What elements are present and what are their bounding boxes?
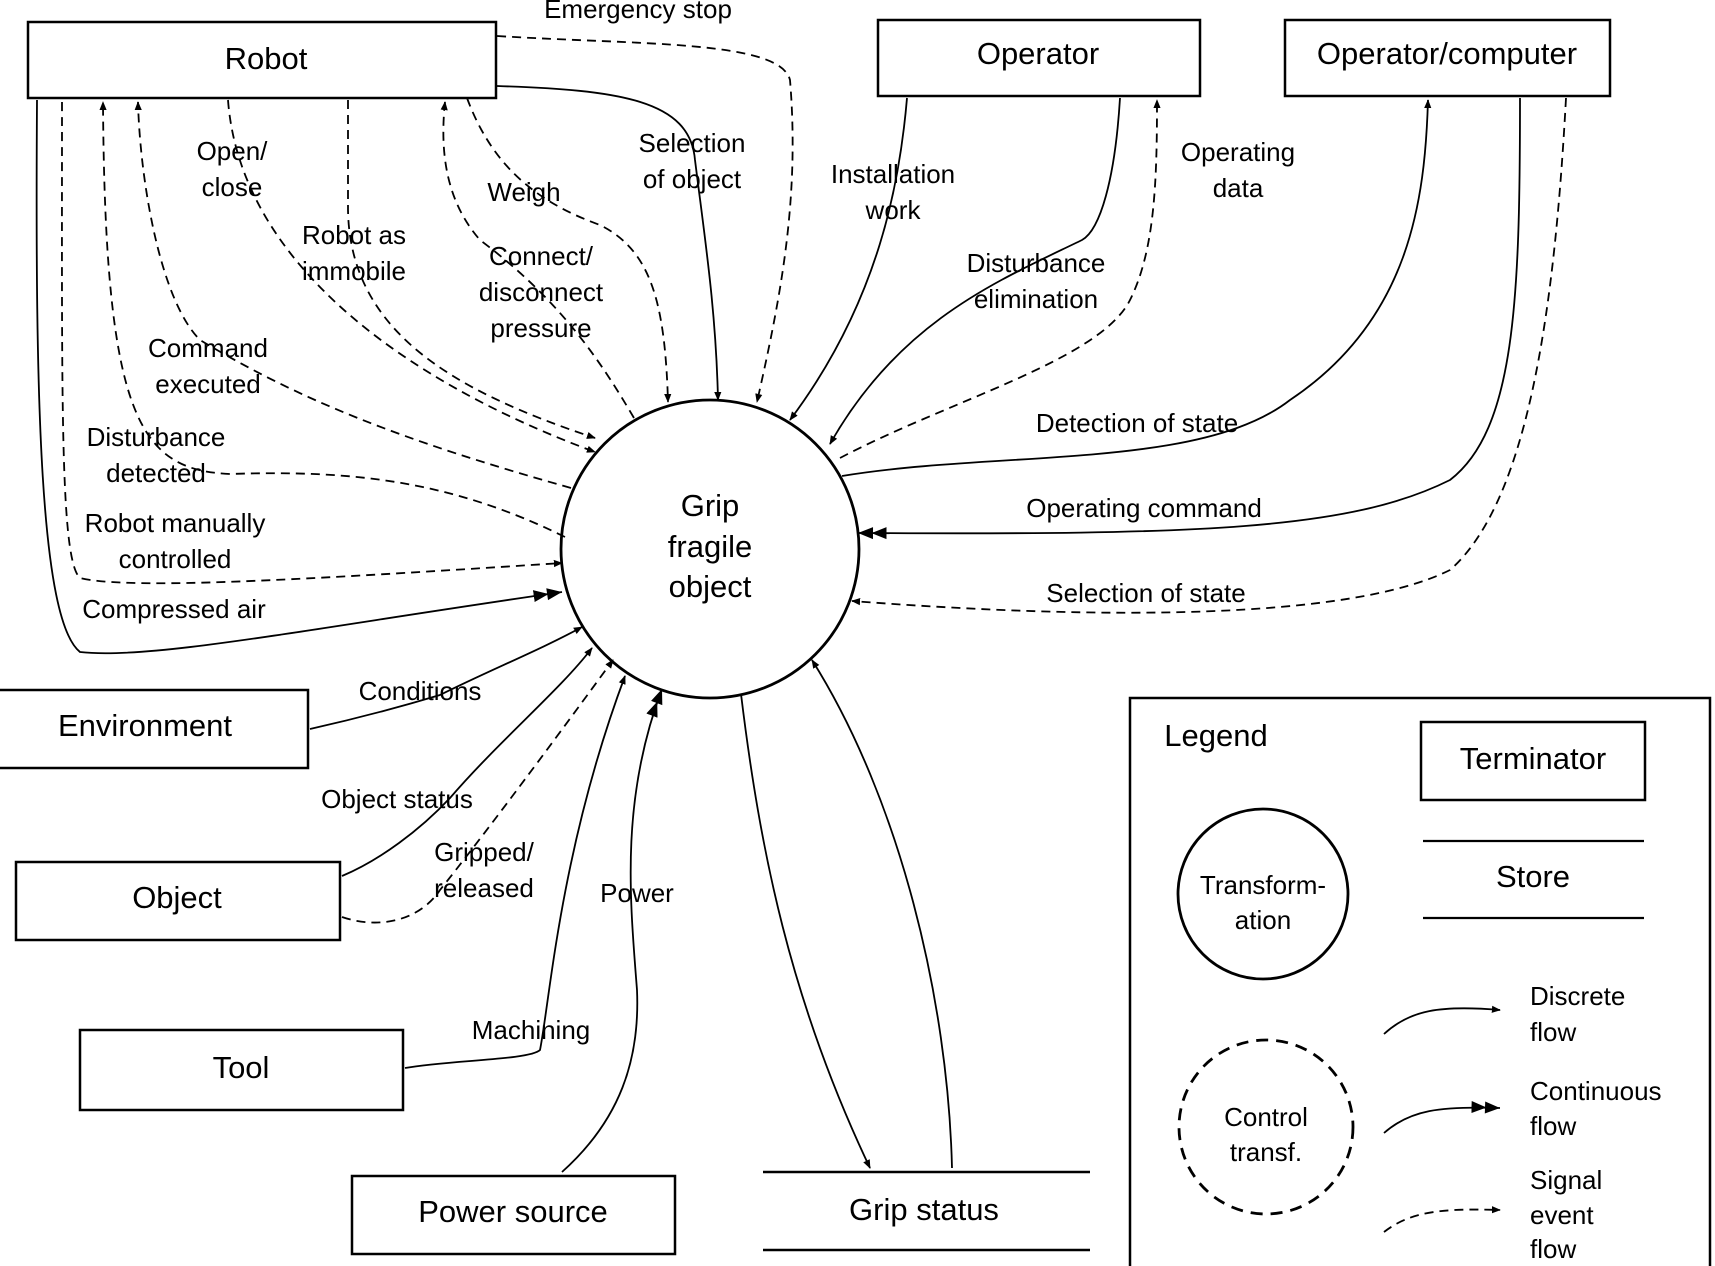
legend-store: Store bbox=[1423, 839, 1644, 920]
label-weigh: Weigh bbox=[487, 177, 560, 207]
power-source-label: Power source bbox=[418, 1194, 608, 1229]
legend-control-1: Control bbox=[1224, 1102, 1308, 1132]
tool-label: Tool bbox=[213, 1050, 270, 1085]
terminator-power-source: Power source bbox=[350, 1174, 677, 1256]
legend-signal-1: Signal bbox=[1530, 1165, 1602, 1195]
label-robot-manual-2: controlled bbox=[119, 544, 232, 574]
legend-terminator-label: Terminator bbox=[1460, 741, 1606, 776]
label-connect-2: disconnect bbox=[479, 277, 604, 307]
label-selection-object-2: of object bbox=[643, 164, 742, 194]
label-command-executed-1: Command bbox=[148, 333, 268, 363]
terminator-environment: Environment bbox=[0, 688, 310, 770]
label-installation-2: work bbox=[865, 195, 922, 225]
terminator-object: Object bbox=[14, 860, 342, 942]
label-robot-immobile-2: immobile bbox=[302, 256, 406, 286]
flow-installation-work bbox=[789, 97, 908, 421]
legend-title: Legend bbox=[1164, 718, 1267, 753]
label-emergency-stop: Emergency stop bbox=[544, 0, 732, 24]
legend-control-2: transf. bbox=[1230, 1137, 1302, 1167]
terminator-operator: Operator bbox=[876, 18, 1202, 98]
flow-from-grip-status bbox=[811, 659, 953, 1169]
flow-robot-immobile bbox=[347, 100, 596, 439]
legend-discrete-flow: Discrete flow bbox=[1383, 981, 1625, 1047]
legend-discrete-2: flow bbox=[1530, 1017, 1576, 1047]
label-detection-of-state: Detection of state bbox=[1036, 408, 1238, 438]
legend-continuous-2: flow bbox=[1530, 1111, 1576, 1141]
label-operating-data-2: data bbox=[1213, 173, 1264, 203]
flow-operating-data bbox=[839, 99, 1161, 459]
label-operating-command: Operating command bbox=[1026, 493, 1262, 523]
terminator-operator-computer: Operator/computer bbox=[1283, 18, 1612, 98]
operator-computer-label: Operator/computer bbox=[1317, 36, 1577, 71]
flow-disturbance-detected bbox=[99, 101, 566, 538]
process-line-1: Grip bbox=[681, 488, 740, 523]
label-connect-1: Connect/ bbox=[489, 241, 594, 271]
environment-label: Environment bbox=[58, 708, 232, 743]
label-selection-of-state: Selection of state bbox=[1046, 578, 1245, 608]
legend-signal-2: event bbox=[1530, 1200, 1594, 1230]
label-conditions: Conditions bbox=[359, 676, 482, 706]
legend-continuous-flow: Continuous flow bbox=[1383, 1076, 1662, 1141]
flow-emergency-stop bbox=[496, 35, 794, 403]
legend-store-label: Store bbox=[1496, 859, 1570, 894]
flow-command-executed bbox=[134, 101, 572, 489]
label-disturbance-detected-2: detected bbox=[106, 458, 206, 488]
legend-control-transformation: Control transf. bbox=[1177, 1038, 1355, 1216]
flow-to-grip-status bbox=[740, 693, 871, 1169]
object-label: Object bbox=[132, 880, 222, 915]
label-open-close-1: Open/ bbox=[197, 136, 269, 166]
label-power: Power bbox=[600, 878, 674, 908]
flow-object-status bbox=[341, 647, 593, 877]
flow-power bbox=[561, 688, 663, 1173]
label-command-executed-2: executed bbox=[155, 369, 261, 399]
legend-transformation-1: Transform- bbox=[1200, 870, 1326, 900]
legend-terminator: Terminator bbox=[1419, 720, 1647, 802]
flow-compressed-air bbox=[35, 99, 563, 655]
label-gripped-1: Gripped/ bbox=[434, 837, 534, 867]
legend-discrete-1: Discrete bbox=[1530, 981, 1625, 1011]
label-selection-object-1: Selection bbox=[639, 128, 746, 158]
operator-label: Operator bbox=[977, 36, 1099, 71]
flow-conditions bbox=[309, 626, 583, 730]
flow-disturbance-elimination bbox=[829, 97, 1121, 445]
label-robot-manual-1: Robot manually bbox=[85, 508, 266, 538]
flow-detection-of-state bbox=[841, 99, 1432, 477]
legend: Legend Terminator Store Transform- ation… bbox=[1128, 696, 1712, 1266]
flow-gripped-released bbox=[341, 659, 614, 924]
grip-status-label: Grip status bbox=[849, 1192, 999, 1227]
label-object-status: Object status bbox=[321, 784, 473, 814]
terminator-tool: Tool bbox=[78, 1028, 405, 1112]
label-disturbance-elim-2: elimination bbox=[974, 284, 1098, 314]
legend-continuous-1: Continuous bbox=[1530, 1076, 1662, 1106]
label-compressed-air: Compressed air bbox=[82, 594, 266, 624]
legend-transformation-2: ation bbox=[1235, 905, 1291, 935]
flow-selection-of-state bbox=[851, 97, 1567, 614]
label-operating-data-1: Operating bbox=[1181, 137, 1295, 167]
robot-label: Robot bbox=[225, 41, 308, 76]
label-connect-3: pressure bbox=[490, 313, 591, 343]
label-open-close-2: close bbox=[202, 172, 263, 202]
store-grip-status: Grip status bbox=[763, 1170, 1090, 1252]
process-line-2: fragile bbox=[668, 529, 752, 564]
flow-selection-of-object bbox=[496, 85, 722, 401]
legend-transformation: Transform- ation bbox=[1176, 807, 1350, 981]
label-disturbance-elim-1: Disturbance bbox=[967, 248, 1106, 278]
legend-signal-3: flow bbox=[1530, 1234, 1576, 1264]
flow-operating-command bbox=[857, 97, 1521, 540]
flow-open-close bbox=[227, 99, 596, 453]
flow-robot-manually-controlled bbox=[61, 101, 563, 585]
flow-labels: Emergency stop Open/ close Robot as immo… bbox=[82, 0, 1295, 1045]
label-gripped-2: released bbox=[434, 873, 534, 903]
label-disturbance-detected-1: Disturbance bbox=[87, 422, 226, 452]
flow-machining bbox=[404, 675, 626, 1069]
label-installation-1: Installation bbox=[831, 159, 955, 189]
flow-connect-disconnect bbox=[440, 101, 635, 419]
process-line-3: object bbox=[669, 569, 752, 604]
label-robot-immobile-1: Robot as bbox=[302, 220, 406, 250]
legend-signal-flow: Signal event flow bbox=[1383, 1165, 1602, 1264]
label-machining: Machining bbox=[472, 1015, 591, 1045]
process-grip-fragile-object: Grip fragile object bbox=[559, 398, 861, 700]
terminator-robot: Robot bbox=[26, 20, 498, 100]
